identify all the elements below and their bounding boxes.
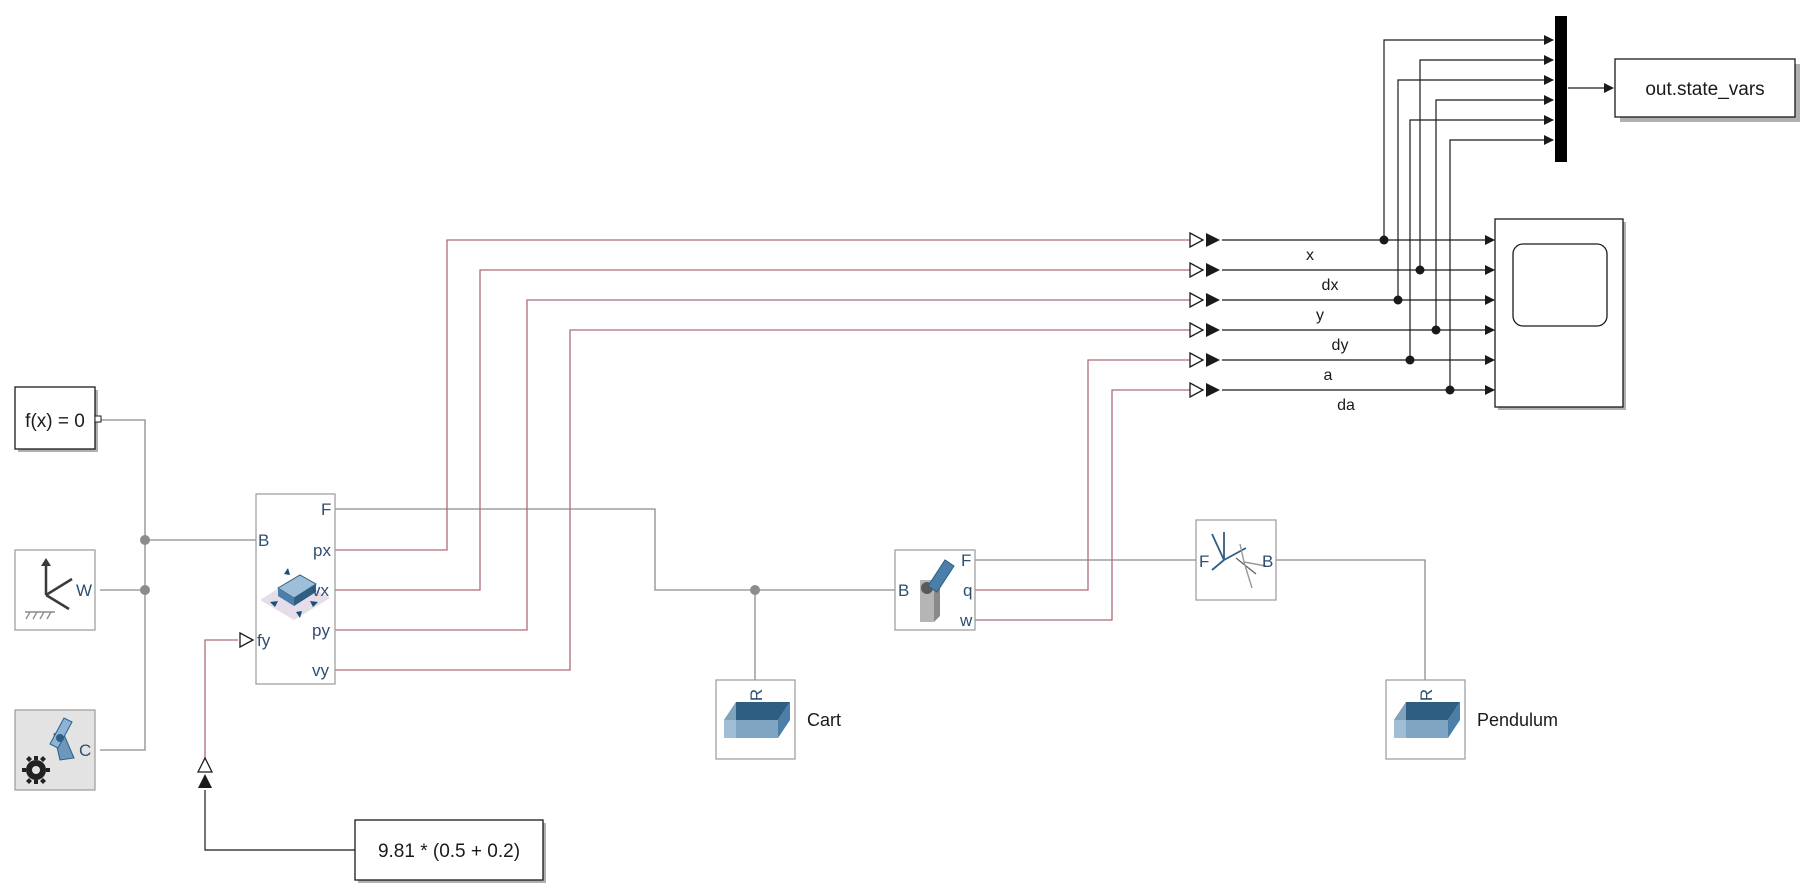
mux-block[interactable] — [1555, 16, 1567, 162]
transform-port-B: B — [1262, 552, 1273, 571]
pendulum-name: Pendulum — [1477, 710, 1558, 730]
revolute-port-F: F — [961, 551, 971, 570]
planar-port-py: py — [312, 621, 330, 640]
signal-label: da — [1337, 397, 1355, 414]
simulink-ps-converter[interactable] — [196, 756, 214, 788]
ps-signal-lines — [204, 239, 1190, 760]
planar-port-px: px — [313, 541, 331, 560]
simulink-signal-lines — [204, 35, 1614, 851]
scope-block[interactable] — [1494, 218, 1626, 410]
revolute-joint-icon — [920, 559, 955, 622]
revolute-port-B: B — [898, 581, 909, 600]
signal-labels: x dx y dy a da — [1306, 247, 1355, 414]
transform-port-F: F — [1199, 552, 1209, 571]
constant-block[interactable]: 9.81 * (0.5 + 0.2) — [354, 819, 546, 883]
world-frame-port-label: W — [76, 581, 92, 600]
robot-arm-icon — [49, 717, 75, 761]
gear-icon — [22, 756, 50, 784]
to-workspace-label: out.state_vars — [1645, 79, 1764, 100]
planar-port-F: F — [321, 500, 331, 519]
pendulum-block[interactable]: R Pendulum — [1385, 679, 1558, 760]
mechanism-configuration-block[interactable]: C — [14, 709, 96, 791]
cart-port-R: R — [747, 689, 766, 701]
revolute-port-q: q — [963, 581, 972, 600]
cart-block[interactable]: R Cart — [715, 679, 841, 760]
solver-configuration-block[interactable]: f(x) = 0 — [14, 386, 102, 452]
planar-port-fy: fy — [257, 631, 271, 650]
world-frame-icon — [25, 558, 73, 620]
revolute-port-w: w — [959, 611, 973, 630]
pendulum-port-R: R — [1417, 689, 1436, 701]
signal-label: dx — [1322, 277, 1339, 294]
planar-port-B: B — [258, 531, 269, 550]
planar-joint-block[interactable]: B F px vx py vy fy — [255, 493, 336, 685]
planar-joint-icon — [260, 568, 330, 620]
solver-port — [94, 415, 102, 423]
fy-input-port — [239, 631, 255, 649]
signal-label: y — [1316, 307, 1324, 324]
to-workspace-block[interactable]: out.state_vars — [1614, 58, 1800, 122]
physical-connections — [100, 419, 1426, 751]
revolute-joint-block[interactable]: B F q w — [894, 549, 976, 631]
transform-frames-icon — [1211, 532, 1267, 589]
signal-label: x — [1306, 247, 1314, 264]
planar-port-vy: vy — [312, 661, 330, 680]
ps-converters[interactable] — [1189, 231, 1220, 399]
solver-label: f(x) = 0 — [25, 411, 85, 432]
constant-label: 9.81 * (0.5 + 0.2) — [378, 841, 520, 862]
rigid-transform-block[interactable]: F B — [1195, 519, 1277, 601]
solid-brick-icon — [1394, 702, 1460, 738]
world-frame-block[interactable]: W — [14, 549, 96, 631]
signal-label: dy — [1332, 337, 1349, 354]
signal-label: a — [1324, 367, 1333, 384]
cart-name: Cart — [807, 710, 841, 730]
solid-brick-icon — [724, 702, 790, 738]
mech-config-port-label: C — [79, 741, 91, 760]
planar-port-vx: vx — [312, 581, 330, 600]
scope-screen — [1512, 243, 1608, 327]
